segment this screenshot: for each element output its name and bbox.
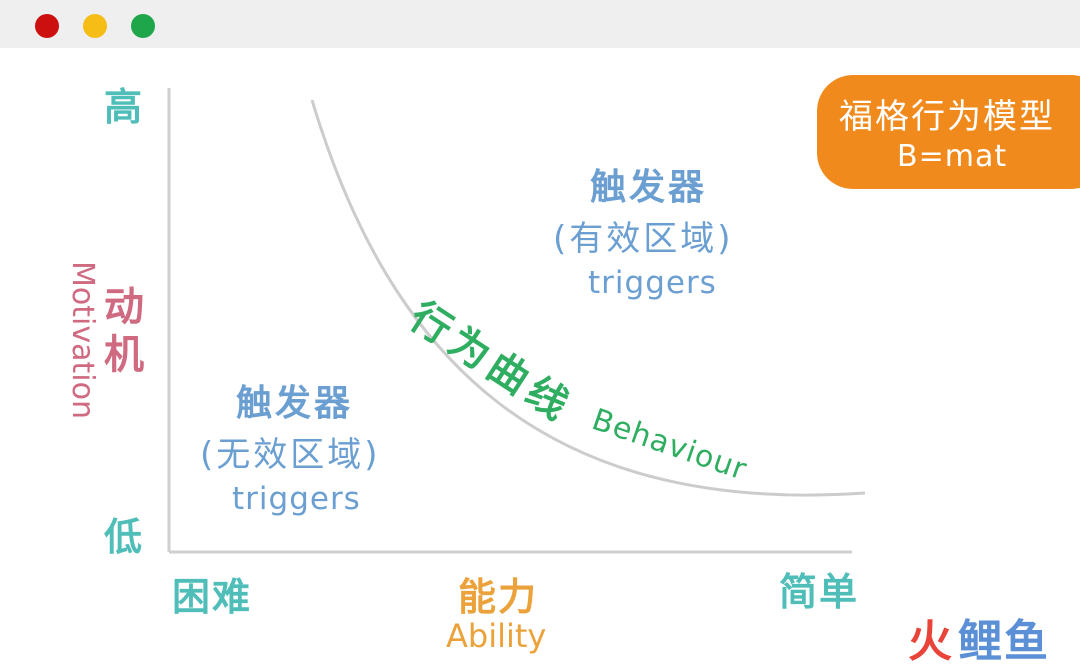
window-title-bar	[0, 0, 1080, 48]
maximize-window-button[interactable]	[131, 14, 155, 38]
trigger-effective-subtitle: (有效区域)	[553, 219, 734, 259]
y-axis-title-en: Motivation	[65, 261, 100, 419]
x-axis-right-label: 简单	[779, 570, 860, 614]
x-axis-title-en: Ability	[446, 617, 547, 655]
y-axis-low-label: 低	[104, 515, 145, 559]
minimize-window-button[interactable]	[83, 14, 107, 38]
watermark-fish-chars: 鲤鱼	[958, 616, 1050, 667]
trigger-ineffective-subtitle: (无效区域)	[200, 435, 381, 475]
model-formula: B=mat	[897, 139, 1008, 174]
trigger-effective-en: triggers	[588, 265, 717, 301]
trigger-ineffective-title: 触发器	[236, 383, 354, 424]
model-title: 福格行为模型	[839, 97, 1055, 137]
x-axis-title-cn: 能力	[458, 575, 539, 619]
y-axis-high-label: 高	[104, 85, 145, 129]
y-axis-title-cn: 动机	[104, 284, 144, 378]
x-axis-left-label: 困难	[172, 575, 253, 619]
close-window-button[interactable]	[35, 14, 59, 38]
watermark-logo: 火 鲤鱼	[908, 620, 1068, 670]
behaviour-curve	[310, 99, 866, 497]
watermark-fire-char: 火	[908, 616, 952, 667]
model-title-badge: 福格行为模型 B=mat	[817, 75, 1080, 189]
trigger-effective-title: 触发器	[590, 167, 708, 208]
trigger-ineffective-en: triggers	[232, 481, 361, 517]
